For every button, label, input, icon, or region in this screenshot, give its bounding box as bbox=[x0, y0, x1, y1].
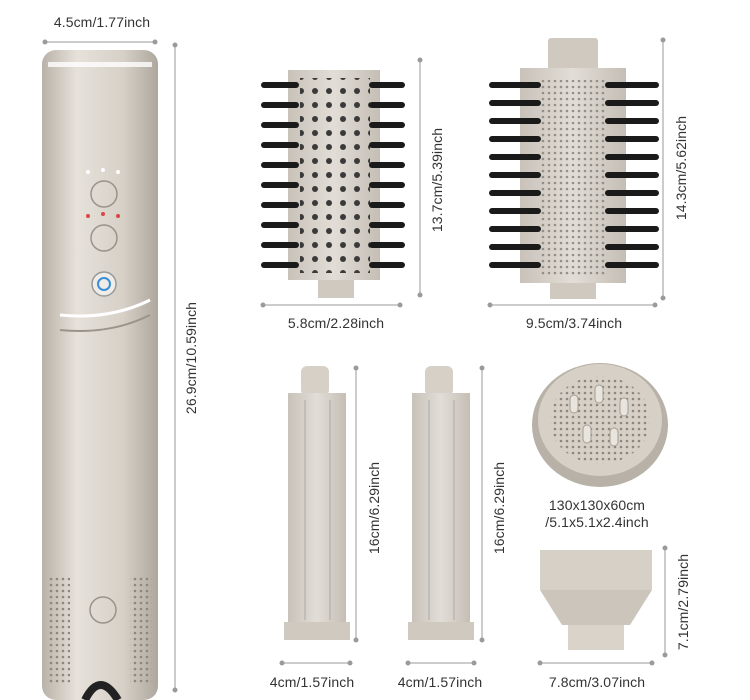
curler-right bbox=[408, 366, 474, 640]
small-brush-height-label: 13.7cm/5.39inch bbox=[429, 127, 445, 233]
curler-left-length-label: 16cm/6.29inch bbox=[366, 461, 382, 555]
small-round-brush bbox=[261, 70, 405, 298]
styler-handle bbox=[42, 50, 158, 700]
curler-right-length-label: 16cm/6.29inch bbox=[491, 461, 507, 555]
diffuser bbox=[532, 363, 668, 487]
nozzle-height-label: 7.1cm/2.79inch bbox=[675, 553, 691, 651]
large-brush-height-label: 14.3cm/5.62inch bbox=[673, 115, 689, 221]
handle-length-label: 26.9cm/10.59inch bbox=[183, 301, 199, 415]
handle-width-label: 4.5cm/1.77inch bbox=[53, 14, 151, 30]
large-brush-width-label: 9.5cm/3.74inch bbox=[525, 315, 623, 331]
curler-left-width-label: 4cm/1.57inch bbox=[269, 674, 355, 690]
large-round-brush bbox=[489, 38, 659, 299]
small-brush-width-label: 5.8cm/2.28inch bbox=[287, 315, 385, 331]
dimension-lines bbox=[42, 37, 668, 693]
curler-right-width-label: 4cm/1.57inch bbox=[397, 674, 483, 690]
diffuser-size-label-inch: /5.1x5.1x2.4inch bbox=[545, 514, 649, 530]
concentrator-nozzle bbox=[540, 550, 652, 650]
nozzle-width-label: 7.8cm/3.07inch bbox=[548, 674, 646, 690]
curler-left bbox=[284, 366, 350, 640]
diffuser-size-label-cm: 130x130x60cm bbox=[548, 497, 646, 513]
